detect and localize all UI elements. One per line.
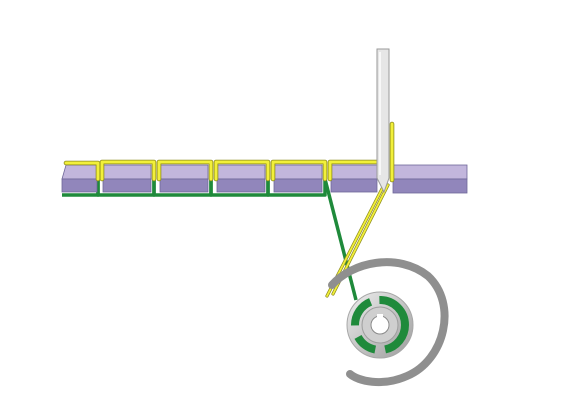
fabric-segment bbox=[159, 164, 209, 193]
needle-thread bbox=[63, 121, 395, 298]
fabric-segment bbox=[61, 164, 98, 193]
fabric-segment bbox=[273, 164, 323, 193]
bobbin-icon bbox=[346, 291, 414, 359]
bobbin-thread bbox=[62, 178, 358, 301]
fabric-segment-right bbox=[392, 164, 468, 194]
fabric-layers bbox=[61, 164, 468, 194]
spring-icon bbox=[328, 258, 449, 387]
fabric-segment bbox=[216, 164, 266, 193]
fabric-segment bbox=[330, 164, 378, 193]
fabric-segment bbox=[102, 164, 152, 193]
needle-icon bbox=[376, 48, 390, 194]
